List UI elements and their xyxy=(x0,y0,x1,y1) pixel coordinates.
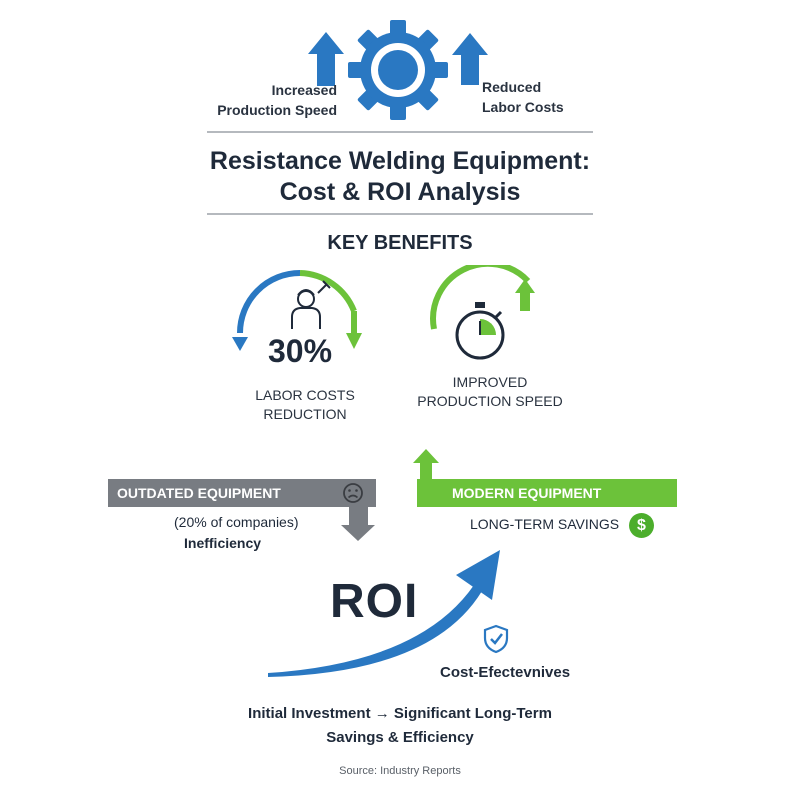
arrow-up-icon xyxy=(308,32,344,86)
summary-statement: Initial Investment → Significant Long-Te… xyxy=(248,705,552,746)
arrow-up-icon xyxy=(515,279,535,293)
arrow-up-icon xyxy=(452,33,488,85)
labor-costs-reduction-label: LABOR COSTS REDUCTION xyxy=(255,387,355,422)
arrow-down-icon xyxy=(341,507,375,541)
worker-wrench-icon xyxy=(291,280,331,329)
dollar-icon: $ xyxy=(629,513,654,538)
gear-icon xyxy=(348,20,448,120)
arrow-up-icon xyxy=(413,449,439,485)
long-term-savings-label: LONG-TERM SAVINGS xyxy=(470,516,620,532)
cost-effectiveness-label: Cost-Efectevnives xyxy=(440,664,571,681)
divider xyxy=(207,213,593,215)
stopwatch-icon xyxy=(455,302,505,360)
arc-blue-icon xyxy=(237,270,301,334)
header-production-speed-label: Increased Production Speed xyxy=(217,82,337,118)
labor-cost-stat-value: 30% xyxy=(267,333,333,369)
sad-face-icon xyxy=(343,483,363,503)
shield-check-icon xyxy=(483,624,509,654)
divider xyxy=(207,131,593,133)
modern-equipment-label: MODERN EQUIPMENT xyxy=(452,485,602,501)
source-note: Source: Industry Reports xyxy=(339,765,461,777)
benefits-graphic xyxy=(232,265,535,360)
improved-production-speed-label: IMPROVED PRODUCTION SPEED xyxy=(417,374,563,409)
arc-green-icon xyxy=(299,270,357,313)
arrow-down-icon xyxy=(346,333,362,349)
header-graphic xyxy=(308,20,488,120)
outdated-equipment-bar xyxy=(108,479,376,507)
arc-green-icon xyxy=(430,265,531,330)
trend-arrow-icon xyxy=(268,585,482,677)
modern-equipment-bar xyxy=(417,479,677,507)
roi-label: ROI xyxy=(330,575,419,628)
outdated-share-note: (20% of companies) xyxy=(174,514,299,530)
page-title: Resistance Welding Equipment: Cost & ROI… xyxy=(209,147,591,206)
outdated-equipment-label: OUTDATED EQUIPMENT xyxy=(117,485,281,501)
key-benefits-heading: KEY BENEFITS xyxy=(327,232,473,254)
header-labor-costs-label: Reduced Labor Costs xyxy=(482,79,564,115)
roi-growth-arrow xyxy=(268,550,500,677)
outdated-inefficiency-note: Inefficiency xyxy=(184,535,262,551)
comparison-arrows xyxy=(341,449,439,541)
arrow-down-icon xyxy=(232,337,248,351)
